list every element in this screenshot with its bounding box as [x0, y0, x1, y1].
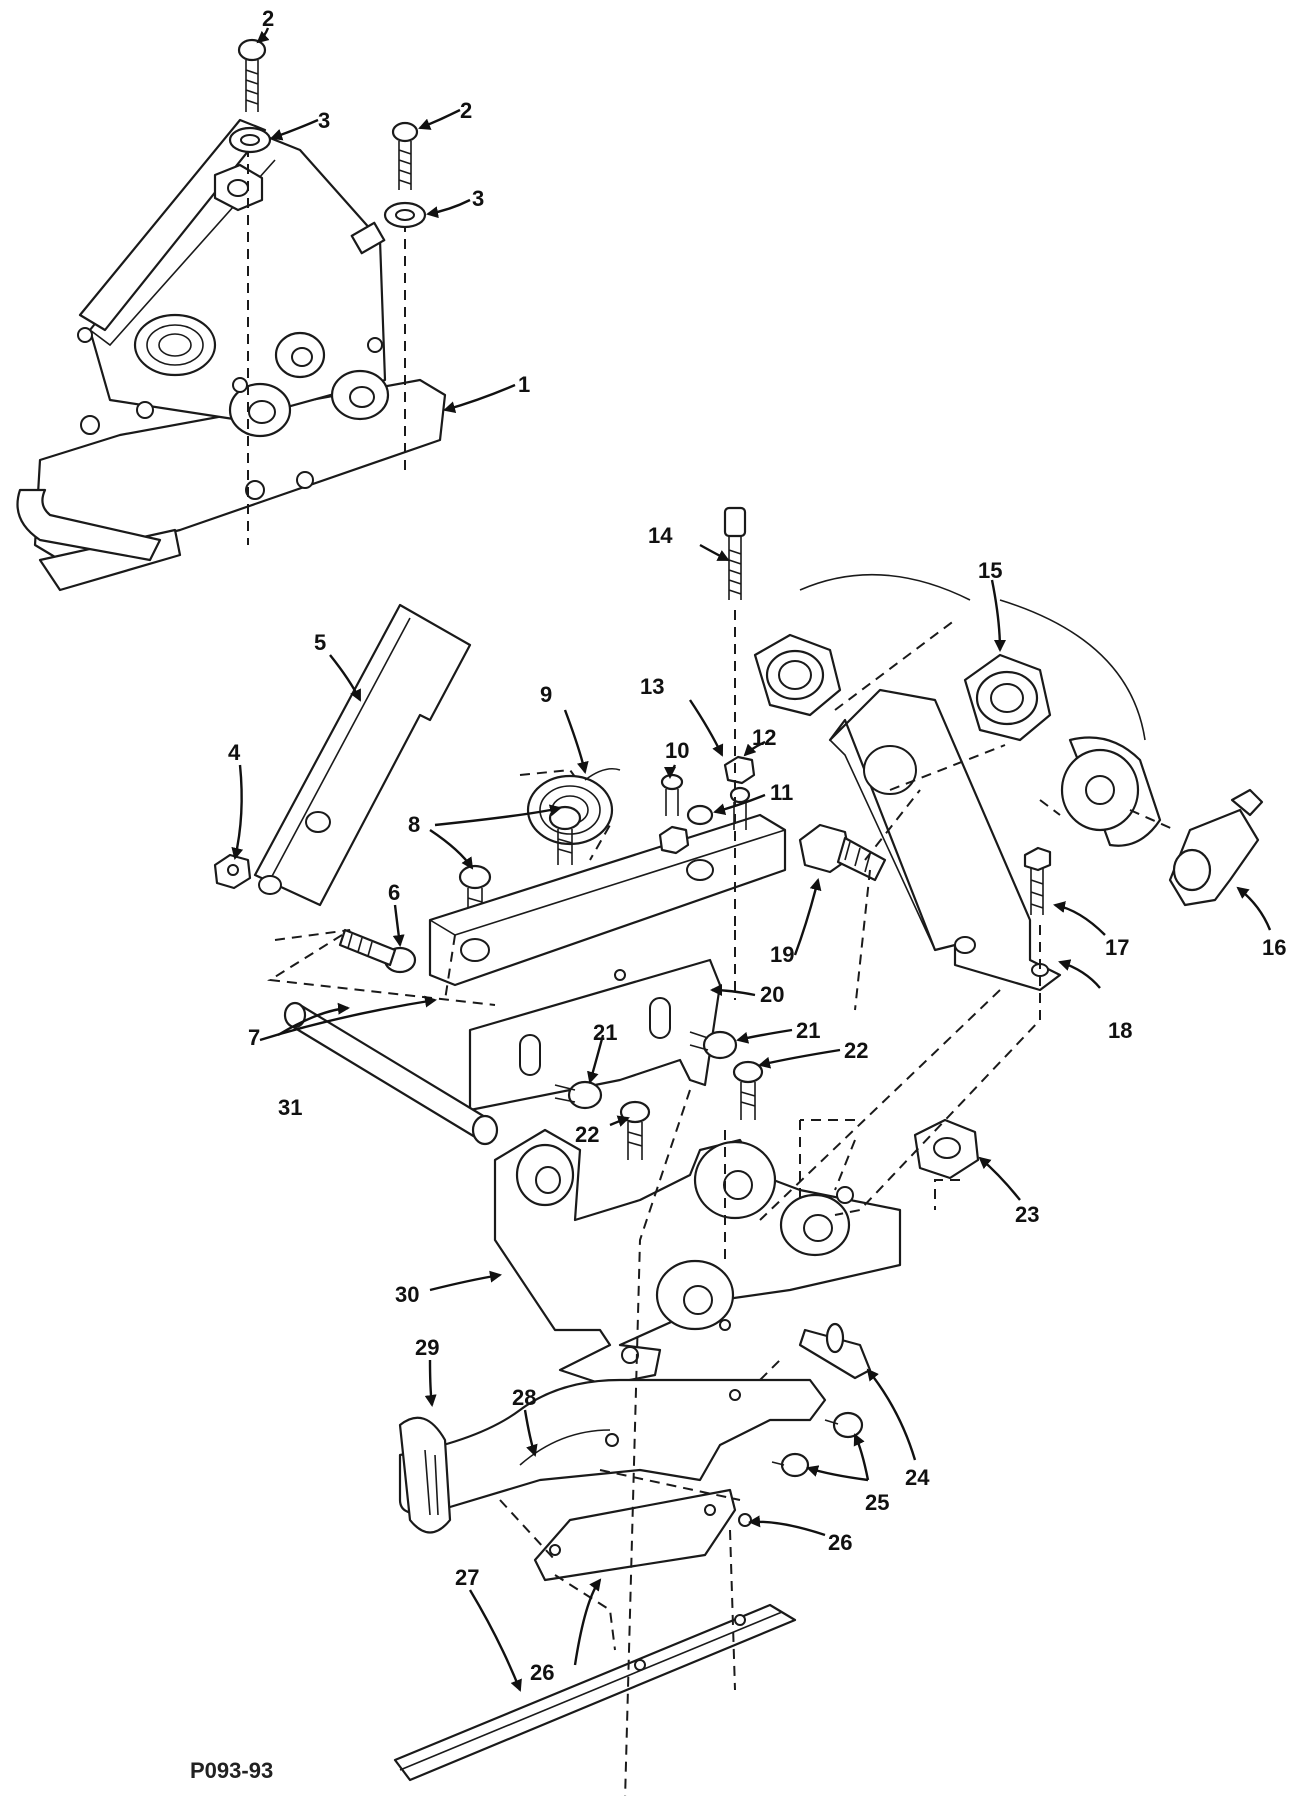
callout-2a: 2 — [262, 6, 274, 31]
small-fasteners-10-13 — [658, 755, 756, 855]
callout-15: 15 — [978, 558, 1002, 583]
washer-3-left — [228, 126, 272, 154]
callout-labels: 2 3 2 3 1 4 5 6 7 8 9 10 11 12 13 14 15 … — [228, 6, 1286, 1685]
screw-21-left — [554, 1080, 603, 1110]
screw-25-a — [824, 1411, 864, 1439]
callout-5: 5 — [314, 630, 326, 655]
bolt-6 — [338, 928, 417, 974]
callout-17: 17 — [1105, 935, 1129, 960]
nut-23 — [913, 1118, 980, 1180]
screw-2-left — [237, 38, 267, 112]
hex-nut-15-right — [963, 653, 1052, 742]
callout-22a: 22 — [575, 1122, 599, 1147]
callout-2b: 2 — [460, 98, 472, 123]
callout-21a: 21 — [593, 1020, 617, 1045]
callout-1: 1 — [518, 372, 530, 397]
callout-11: 11 — [770, 780, 793, 805]
callout-10: 10 — [665, 738, 689, 763]
callout-25: 25 — [865, 1490, 889, 1515]
assembly-guide-lines — [267, 619, 1176, 1796]
callout-leaders — [231, 27, 1272, 1692]
callout-22b: 22 — [844, 1038, 868, 1063]
callout-31: 31 — [278, 1095, 302, 1120]
callout-13: 13 — [640, 674, 664, 699]
callout-18: 18 — [1108, 1018, 1132, 1043]
screw-2-right — [391, 121, 419, 190]
foot-bar-27 — [393, 1603, 797, 1782]
guide-bar-5 — [253, 603, 472, 907]
mounting-block-7 — [428, 813, 787, 1001]
screw-25-b — [771, 1452, 810, 1478]
assembled-spring — [133, 313, 217, 377]
callout-14: 14 — [648, 523, 673, 548]
screw-21-right — [689, 1030, 738, 1060]
callout-27: 27 — [455, 1565, 479, 1590]
screw-22-right — [732, 1060, 764, 1120]
pedal-arm-28 — [398, 1378, 827, 1515]
callout-28: 28 — [512, 1385, 536, 1410]
callout-26a: 26 — [828, 1530, 852, 1555]
elbow-fitting-16 — [1168, 788, 1264, 907]
pin-24 — [798, 1322, 872, 1380]
bushing-15 — [799, 573, 1162, 847]
callout-7: 7 — [248, 1025, 260, 1050]
callout-12: 12 — [752, 725, 776, 750]
callout-26b: 26 — [530, 1660, 554, 1685]
pedal-pad-29 — [398, 1416, 452, 1534]
nut-4 — [213, 853, 252, 890]
callout-21b: 21 — [796, 1018, 820, 1043]
bracket-plate-18 — [828, 688, 1062, 992]
slotted-plate-20 — [468, 958, 722, 1112]
frame-base-30 — [493, 1128, 902, 1387]
callout-16: 16 — [1262, 935, 1286, 960]
callout-9: 9 — [540, 682, 552, 707]
callout-23: 23 — [1015, 1202, 1039, 1227]
drawing-code: P093-93 — [190, 1758, 273, 1783]
callout-6: 6 — [388, 880, 400, 905]
callout-19: 19 — [770, 942, 794, 967]
hex-bolt-19 — [798, 823, 887, 882]
callout-3b: 3 — [472, 186, 484, 211]
bolt-17 — [1023, 846, 1052, 915]
callout-4: 4 — [228, 740, 241, 765]
callout-24: 24 — [905, 1465, 930, 1490]
callout-30: 30 — [395, 1282, 419, 1307]
callout-20: 20 — [760, 982, 784, 1007]
assembled-mechanism-view — [16, 118, 447, 592]
shaft-31 — [283, 1001, 499, 1146]
hex-nut-15-left — [753, 633, 842, 717]
callout-29: 29 — [415, 1335, 439, 1360]
callout-8: 8 — [408, 812, 420, 837]
spring-plate-26 — [533, 1488, 752, 1582]
screw-22-left — [619, 1100, 651, 1160]
washer-3-right — [383, 201, 427, 229]
callout-3a: 3 — [318, 108, 330, 133]
cap-screw-14 — [723, 506, 747, 930]
